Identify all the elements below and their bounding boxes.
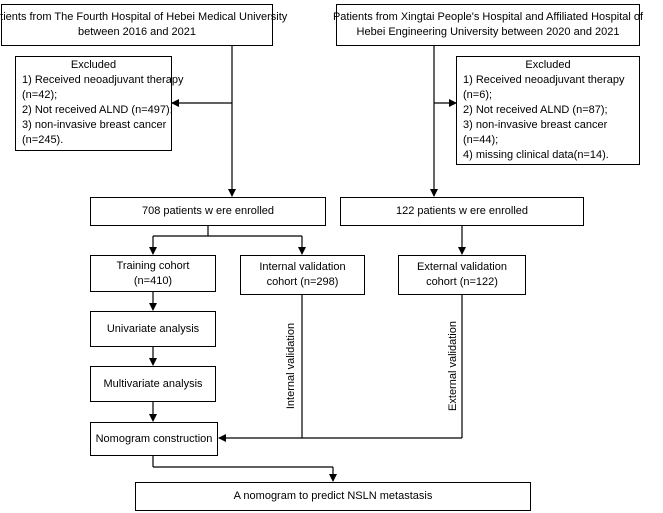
excluded-left-line-2: (n=42); <box>22 89 58 101</box>
source-left-line-2: between 2016 and 2021 <box>77 26 197 38</box>
enrolled-left-text: 708 patients w ere enrolled <box>141 205 275 217</box>
excluded-left-line-5: (n=245). <box>22 134 64 146</box>
excluded-right-line-5: (n=44); <box>463 134 499 146</box>
univariate-analysis-box: Univariate analysis <box>90 311 216 347</box>
internal-cohort-line-2: cohort (n=298) <box>266 276 339 288</box>
enrolled-right-text: 122 patients w ere enrolled <box>395 205 529 217</box>
source-box-left: Patients from The Fourth Hospital of Heb… <box>0 4 287 46</box>
source-box-right: Patients from Xingtai People's Hospital … <box>332 4 644 46</box>
external-validation-cohort-box: External validation cohort (n=122) <box>398 255 526 295</box>
excluded-box-right: Excluded 1) Received neoadjuvant therapy… <box>456 56 640 165</box>
excluded-left-title: Excluded <box>70 59 117 71</box>
enrolled-box-left: 708 patients w ere enrolled <box>90 197 326 226</box>
external-cohort-line-1: External validation <box>417 261 507 273</box>
excluded-left-line-4: 3) non-invasive breast cancer <box>22 119 167 131</box>
internal-validation-cohort-box: Internal validation cohort (n=298) <box>240 255 365 295</box>
nomogram-text: Nomogram construction <box>95 432 213 445</box>
final-box: A nomogram to predict NSLN metastasis <box>135 482 531 511</box>
multivariate-analysis-box: Multivariate analysis <box>90 366 216 402</box>
training-cohort-line-1: Training cohort <box>116 259 190 272</box>
excluded-right-line-6: 4) missing clinical data(n=14). <box>463 149 609 161</box>
multivariate-text: Multivariate analysis <box>103 377 203 390</box>
source-left-line-1: Patients from The Fourth Hospital of Heb… <box>0 11 288 23</box>
final-text: A nomogram to predict NSLN metastasis <box>233 490 433 502</box>
external-validation-label: External validation <box>447 321 459 411</box>
training-cohort-line-2: (n=410) <box>133 274 173 287</box>
univariate-text: Univariate analysis <box>106 322 200 335</box>
enrolled-box-right: 122 patients w ere enrolled <box>340 197 584 226</box>
internal-cohort-line-1: Internal validation <box>259 261 346 273</box>
excluded-right-line-1: 1) Received neoadjuvant therapy <box>463 74 625 86</box>
source-right-line-2: Hebei Engineering University between 202… <box>356 26 620 38</box>
excluded-left-line-1: 1) Received neoadjuvant therapy <box>22 74 184 86</box>
source-right-line-1: Patients from Xingtai People's Hospital … <box>332 11 644 23</box>
external-cohort-line-2: cohort (n=122) <box>426 276 498 288</box>
excluded-left-line-3: 2) Not received ALND (n=497); <box>22 104 173 116</box>
excluded-right-line-2: (n=6); <box>463 89 493 101</box>
nomogram-construction-box: Nomogram construction <box>90 422 218 456</box>
excluded-box-left: Excluded 1) Received neoadjuvant therapy… <box>15 56 184 151</box>
excluded-right-title: Excluded <box>525 59 571 71</box>
excluded-right-line-4: 3) non-invasive breast cancer <box>463 119 608 131</box>
training-cohort-box: Training cohort (n=410) <box>90 255 216 292</box>
internal-validation-label: Internal validation <box>285 322 297 410</box>
excluded-right-line-3: 2) Not received ALND (n=87); <box>463 104 608 116</box>
